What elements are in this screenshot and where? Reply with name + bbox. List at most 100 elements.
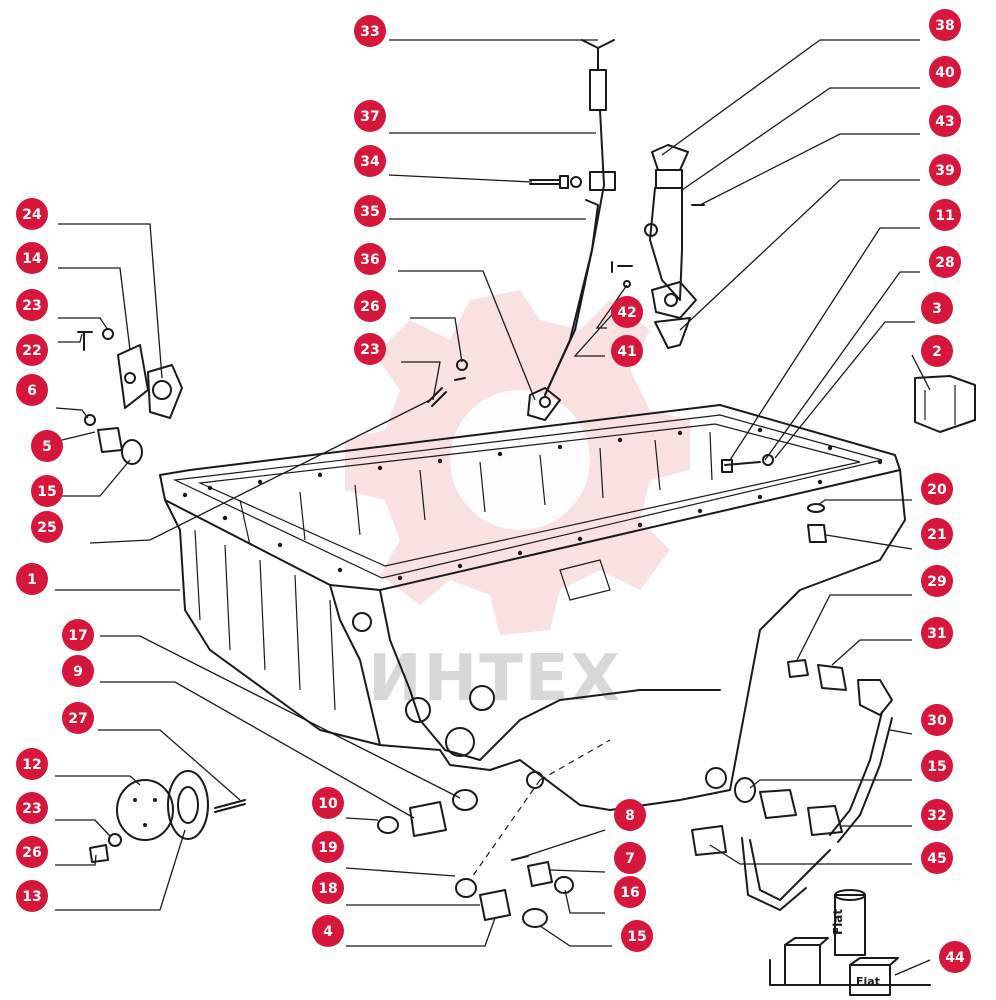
right-side-parts	[721, 375, 976, 543]
callout-badge-29: 29	[921, 565, 953, 597]
number-badge-circle-icon	[31, 430, 63, 462]
callout-badge-2: 2	[921, 335, 953, 367]
number-badge-circle-icon	[312, 787, 344, 819]
callout-number: 16	[620, 885, 639, 901]
number-badge-circle-icon	[16, 242, 48, 274]
leader-line-23	[401, 361, 441, 401]
oil-pipe	[691, 659, 893, 911]
number-badge-circle-icon	[929, 105, 961, 137]
number-badge-circle-icon	[62, 655, 94, 687]
callout-badge-23: 23	[16, 289, 48, 321]
leader-line-13	[55, 829, 186, 911]
leader-line-25	[89, 399, 431, 544]
callout-number: 26	[22, 845, 41, 861]
number-badge-circle-icon	[929, 246, 961, 278]
callout-number: 5	[42, 439, 52, 455]
callout-badge-31: 31	[921, 617, 953, 649]
leader-line-19	[345, 867, 456, 877]
callout-badge-33: 33	[354, 15, 386, 47]
callout-badge-28: 28	[929, 246, 961, 278]
leader-line-39	[679, 179, 920, 331]
sealant-packaging: Fiat Fiat	[769, 889, 931, 996]
callout-number: 36	[360, 252, 379, 268]
callout-number: 19	[318, 840, 337, 856]
leader-line-14	[58, 267, 131, 351]
leader-line-41	[573, 299, 626, 357]
callout-number: 40	[935, 65, 955, 81]
callout-badge-7: 7	[614, 842, 646, 874]
number-badge-circle-icon	[16, 880, 48, 912]
callout-badge-23: 23	[354, 333, 386, 365]
leader-line-3	[774, 321, 915, 459]
callout-number: 7	[625, 851, 635, 867]
callout-number: 15	[627, 929, 646, 945]
callout-badges: 3337343536262324142322651525117927122326…	[16, 9, 971, 973]
number-badge-circle-icon	[354, 145, 386, 177]
callout-badge-36: 36	[354, 243, 386, 275]
callout-number: 1	[27, 572, 37, 588]
callout-badge-1: 1	[16, 563, 48, 595]
callout-badge-9: 9	[62, 655, 94, 687]
callout-number: 15	[927, 759, 946, 775]
callout-badge-23: 23	[16, 792, 48, 824]
number-badge-circle-icon	[929, 154, 961, 186]
callout-number: 22	[22, 343, 41, 359]
dipstick-assembly	[527, 39, 616, 421]
callout-badge-30: 30	[921, 704, 953, 736]
callout-number: 25	[37, 520, 56, 536]
callout-badge-41: 41	[611, 335, 643, 367]
number-badge-circle-icon	[312, 915, 344, 947]
callout-badge-42: 42	[611, 296, 643, 328]
callout-number: 10	[318, 796, 338, 812]
number-badge-circle-icon	[16, 836, 48, 868]
callout-number: 35	[360, 204, 379, 220]
callout-badge-3: 3	[921, 292, 953, 324]
callout-number: 45	[927, 851, 946, 867]
leader-line-21	[825, 534, 913, 550]
callout-badge-21: 21	[921, 518, 953, 550]
number-badge-circle-icon	[921, 292, 953, 324]
leader-line-28	[764, 271, 920, 461]
leader-line-5	[61, 431, 96, 441]
leader-line-15	[62, 459, 131, 497]
callout-badge-39: 39	[929, 154, 961, 186]
callout-number: 15	[37, 484, 56, 500]
leader-line-34	[388, 174, 533, 183]
leader-line-23	[58, 317, 109, 331]
leader-line-15	[539, 925, 612, 947]
callout-badge-6: 6	[16, 374, 48, 406]
leader-line-12	[55, 775, 141, 786]
tube-label: Fiat	[831, 909, 845, 935]
number-badge-circle-icon	[312, 872, 344, 904]
leader-line-30	[889, 729, 913, 735]
callout-badge-13: 13	[16, 880, 48, 912]
leader-line-26	[55, 854, 97, 866]
callout-number: 4	[323, 924, 333, 940]
number-badge-circle-icon	[31, 475, 63, 507]
callout-number: 42	[617, 305, 636, 321]
callout-badge-19: 19	[312, 831, 344, 863]
callout-number: 18	[318, 881, 337, 897]
callout-badge-35: 35	[354, 195, 386, 227]
callout-badge-45: 45	[921, 842, 953, 874]
callout-badge-15: 15	[31, 475, 63, 507]
leader-line-36	[398, 270, 536, 401]
callout-badge-16: 16	[614, 876, 646, 908]
leader-line-16	[564, 889, 605, 914]
number-badge-circle-icon	[614, 876, 646, 908]
leader-line-15	[749, 779, 912, 789]
callout-badge-14: 14	[16, 242, 48, 274]
number-badge-circle-icon	[354, 290, 386, 322]
callout-badge-15: 15	[621, 920, 653, 952]
callout-badge-12: 12	[16, 748, 48, 780]
left-side-parts	[77, 328, 183, 465]
leader-line-22	[58, 333, 83, 343]
box-label: Fiat	[856, 975, 880, 988]
number-badge-circle-icon	[62, 702, 94, 734]
callout-number: 31	[927, 626, 946, 642]
callout-badge-25: 25	[31, 511, 63, 543]
callout-badge-10: 10	[312, 787, 344, 819]
number-badge-circle-icon	[939, 941, 971, 973]
leader-line-24	[58, 223, 163, 379]
